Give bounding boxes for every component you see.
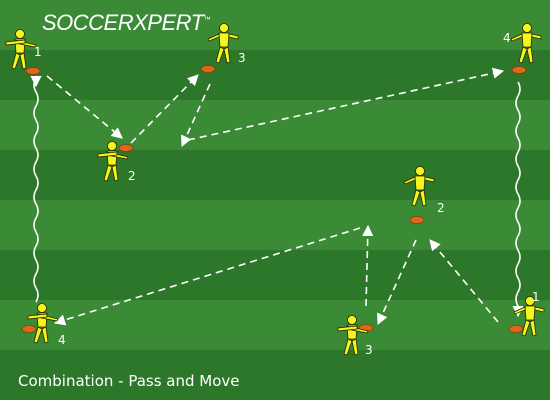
pass-arrow — [130, 74, 199, 144]
pass-arrow — [53, 227, 361, 326]
player-figure — [513, 296, 545, 337]
soccerxpert-logo: SOCCERXPERT™ — [42, 10, 211, 36]
player-figure — [207, 23, 239, 64]
cone-marker — [118, 144, 134, 152]
pass-arrow — [377, 239, 417, 326]
pitch-stripe — [0, 250, 550, 300]
cone-marker — [21, 325, 37, 333]
logo-trademark: ™ — [203, 16, 211, 24]
pass-arrow — [362, 224, 374, 307]
pitch-stripe — [0, 150, 550, 200]
pass-arrow — [429, 239, 499, 323]
player-number-label: 2 — [437, 201, 445, 215]
cone-marker — [508, 325, 524, 333]
player: 2 — [403, 166, 445, 224]
player-number-label: 3 — [238, 51, 246, 65]
player: 4 — [21, 303, 66, 347]
cone-marker — [25, 67, 41, 75]
player-number-label: 4 — [58, 333, 66, 347]
player-figure — [97, 141, 129, 182]
pitch-stripe — [0, 200, 550, 250]
cone-marker — [200, 65, 216, 73]
pass-arrow — [187, 67, 505, 141]
dribble-arrow — [512, 81, 524, 318]
player: 1 — [5, 29, 42, 75]
movement-paths — [30, 67, 524, 326]
logo-text: SOCCERXPERT — [42, 10, 204, 35]
player: 2 — [97, 141, 136, 183]
pitch-stripe — [0, 350, 550, 400]
players: 1 3 4 2 2 4 3 1 — [5, 23, 545, 357]
drill-caption: Combination - Pass and Move — [18, 372, 240, 390]
player-figure — [5, 29, 37, 70]
player-number-label: 1 — [34, 45, 42, 59]
player-figure — [510, 23, 542, 64]
player-number-label: 1 — [532, 290, 540, 304]
player-number-label: 4 — [503, 31, 511, 45]
dribble-arrow — [30, 74, 42, 303]
player-figure — [337, 315, 369, 356]
pitch-stripe — [0, 300, 550, 350]
cone-marker — [511, 66, 527, 74]
player: 4 — [503, 23, 542, 74]
player-number-label: 3 — [365, 343, 373, 357]
player-figure — [27, 303, 59, 344]
pitch-stripe — [0, 100, 550, 150]
pitch-stripe — [0, 50, 550, 100]
pass-arrow — [46, 75, 123, 139]
player: 3 — [200, 23, 246, 73]
player-number-label: 2 — [128, 169, 136, 183]
player: 1 — [508, 290, 545, 337]
cone-marker — [409, 216, 425, 224]
player: 3 — [337, 315, 374, 357]
pitch-stripe — [0, 0, 550, 50]
player-figure — [403, 166, 435, 207]
